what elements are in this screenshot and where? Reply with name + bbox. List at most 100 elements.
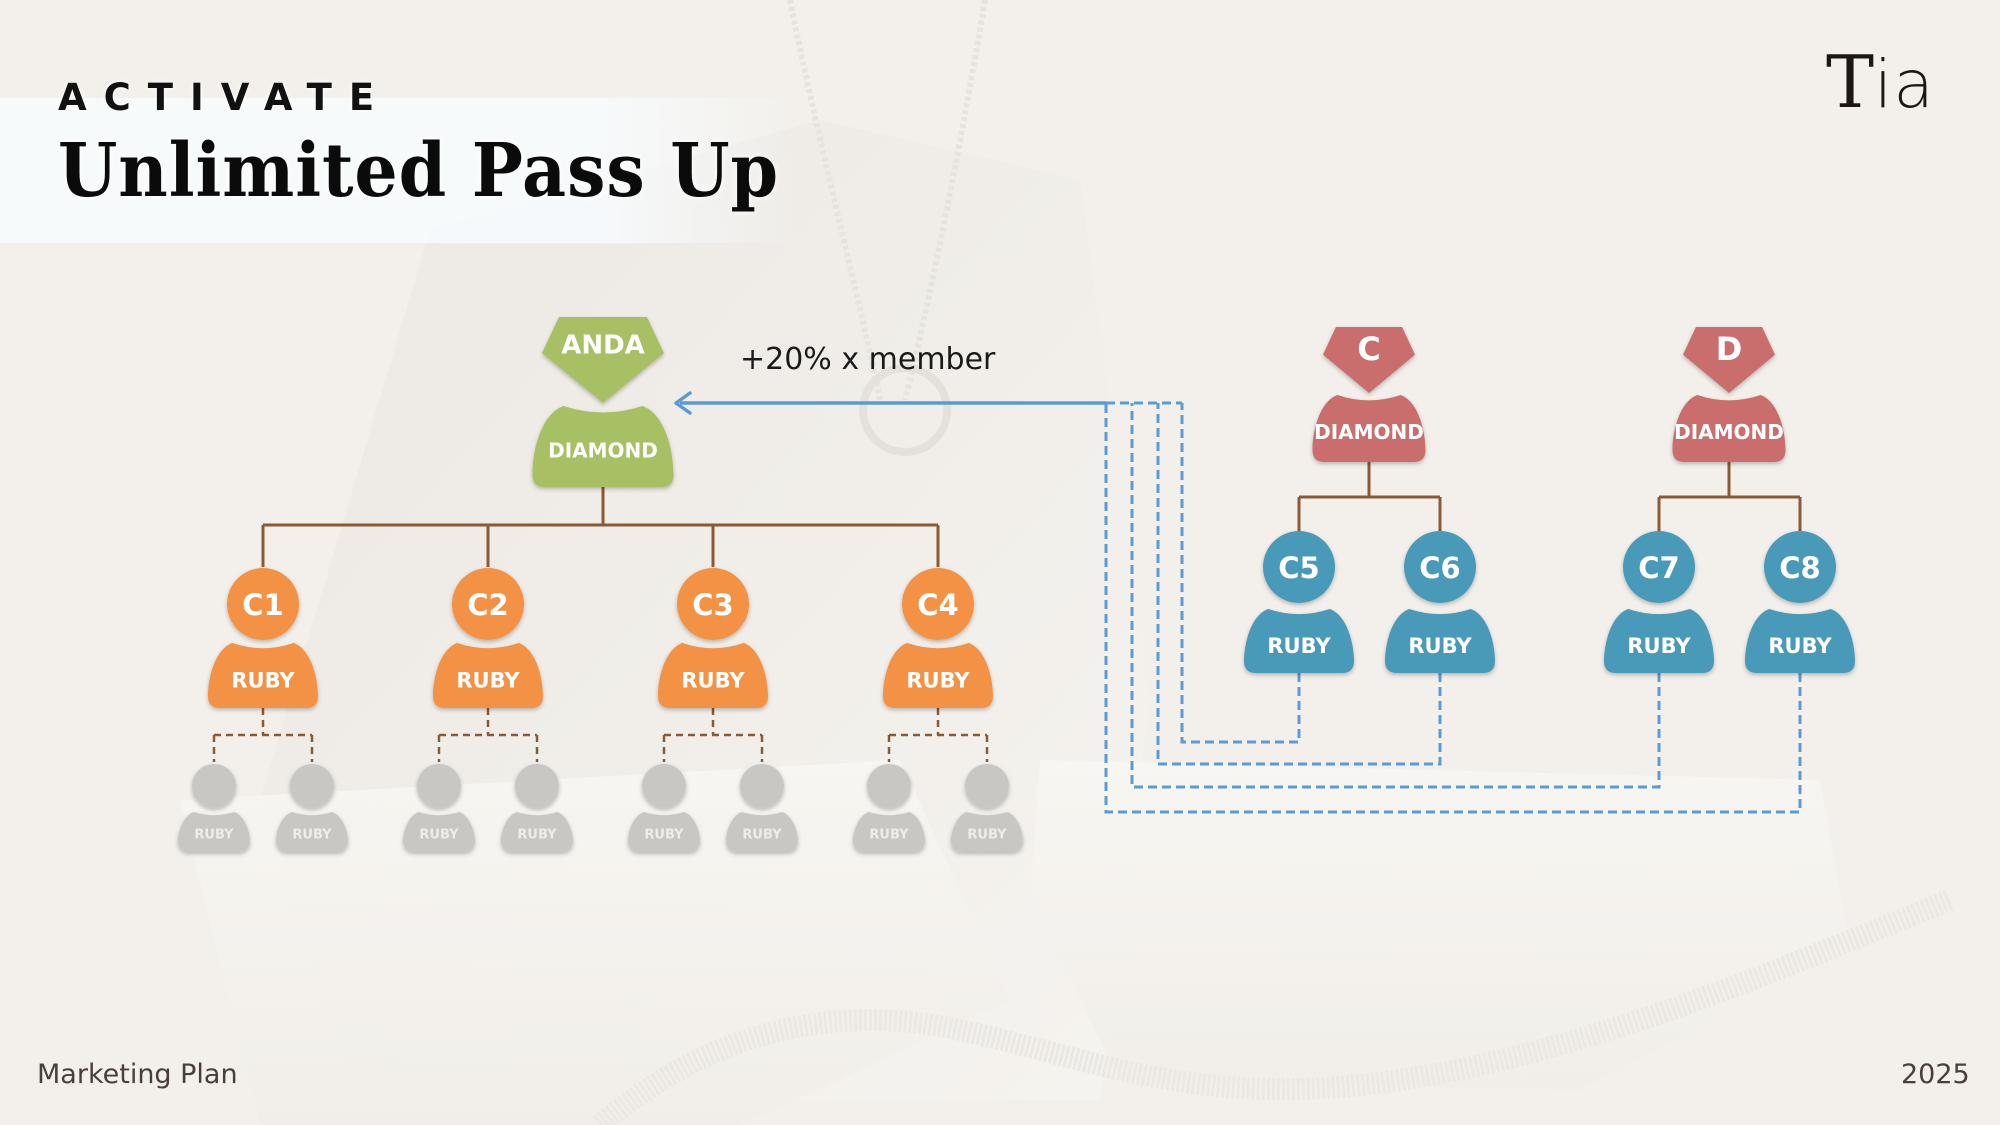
member-rank: RUBY [1768, 634, 1832, 658]
bracelet [592, 889, 1955, 1125]
person-body-icon [276, 812, 348, 852]
person-head-icon [902, 568, 974, 640]
diamond-gem-icon [1683, 327, 1775, 393]
member-name: C2 [467, 588, 508, 622]
person-body-icon [726, 812, 798, 852]
person-head-icon [452, 568, 524, 640]
brand-logo: Tia [1826, 40, 1935, 124]
person-head-icon [642, 764, 686, 808]
member-rank: RUBY [1267, 634, 1331, 658]
crossline-leader-node[interactable]: D DIAMOND [1672, 327, 1786, 462]
person-head-icon [1404, 531, 1476, 603]
slide-title: Unlimited Pass Up [58, 128, 780, 214]
person-body-icon [951, 812, 1023, 852]
member-rank: RUBY [419, 828, 459, 843]
slide-kicker: ACTIVATE [58, 76, 392, 119]
person-body-icon [178, 812, 250, 852]
person-body-icon [532, 406, 674, 487]
person-head-icon [417, 764, 461, 808]
passup-line [1130, 403, 1661, 789]
member-name: C1 [242, 588, 283, 622]
member-rank: RUBY [742, 828, 782, 843]
inactive-downline-node[interactable]: RUBY [178, 764, 250, 852]
footer-label: Marketing Plan [37, 1059, 238, 1090]
person-head-icon [867, 764, 911, 808]
footer-year: 2025 [1901, 1059, 1970, 1090]
passup-line [1156, 403, 1442, 766]
person-body-icon [853, 812, 925, 852]
leader-name: ANDA [561, 330, 645, 360]
member-rank: RUBY [681, 669, 745, 693]
member-rank: RUBY [292, 828, 332, 843]
member-rank: RUBY [231, 669, 295, 693]
member-name: C6 [1419, 551, 1460, 585]
member-rank: RUBY [517, 828, 557, 843]
member-name: C4 [917, 588, 958, 622]
leader-rank: DIAMOND [1674, 420, 1784, 444]
person-body-icon [501, 812, 573, 852]
passup-annotation: +20% x member [740, 342, 996, 377]
passup-line [1104, 403, 1802, 814]
pendant [859, 364, 951, 456]
member-rank: RUBY [869, 828, 909, 843]
person-head-icon [290, 764, 334, 808]
inactive-downline-node[interactable]: RUBY [276, 764, 348, 852]
member-name: C3 [692, 588, 733, 622]
person-body-icon [403, 812, 475, 852]
sponsor-node[interactable]: ANDA DIAMOND [532, 317, 674, 487]
inactive-downline-node[interactable]: RUBY [951, 764, 1023, 852]
inactive-downline-node[interactable]: RUBY [853, 764, 925, 852]
member-rank: RUBY [644, 828, 684, 843]
person-body-icon [883, 643, 993, 708]
stone-shape [1030, 760, 1850, 1090]
leader-rank: DIAMOND [1314, 420, 1424, 444]
inactive-downline-node[interactable]: RUBY [726, 764, 798, 852]
person-body-icon [1244, 609, 1354, 673]
person-body-icon [1604, 609, 1714, 673]
person-head-icon [515, 764, 559, 808]
passup-line [1180, 403, 1301, 744]
title-band [0, 98, 800, 243]
person-body-icon [1745, 609, 1855, 673]
member-rank: RUBY [456, 669, 520, 693]
logo-letters-ia: ia [1874, 46, 1935, 123]
person-head-icon [1764, 531, 1836, 603]
logo-letter-t: T [1826, 40, 1875, 124]
inactive-downline-node[interactable]: RUBY [403, 764, 475, 852]
diamond-gem-icon [1323, 327, 1415, 393]
member-rank: RUBY [967, 828, 1007, 843]
person-body-icon [1672, 395, 1786, 462]
diamond-gem-icon [542, 317, 664, 403]
inactive-downline-node[interactable]: RUBY [628, 764, 700, 852]
member-name: C7 [1638, 551, 1679, 585]
person-head-icon [192, 764, 236, 808]
leader-name: D [1716, 330, 1743, 368]
member-rank: RUBY [1408, 634, 1472, 658]
person-body-icon [208, 643, 318, 708]
person-head-icon [1263, 531, 1335, 603]
member-name: C8 [1779, 551, 1820, 585]
person-body-icon [628, 812, 700, 852]
member-rank: RUBY [194, 828, 234, 843]
inactive-downline-node[interactable]: RUBY [501, 764, 573, 852]
person-body-icon [433, 643, 543, 708]
person-body-icon [1385, 609, 1495, 673]
member-rank: RUBY [906, 669, 970, 693]
person-head-icon [227, 568, 299, 640]
person-head-icon [1623, 531, 1695, 603]
person-body-icon [1312, 395, 1426, 462]
member-name: C5 [1278, 551, 1319, 585]
person-body-icon [658, 643, 768, 708]
person-head-icon [740, 764, 784, 808]
leader-rank: DIAMOND [548, 439, 658, 463]
